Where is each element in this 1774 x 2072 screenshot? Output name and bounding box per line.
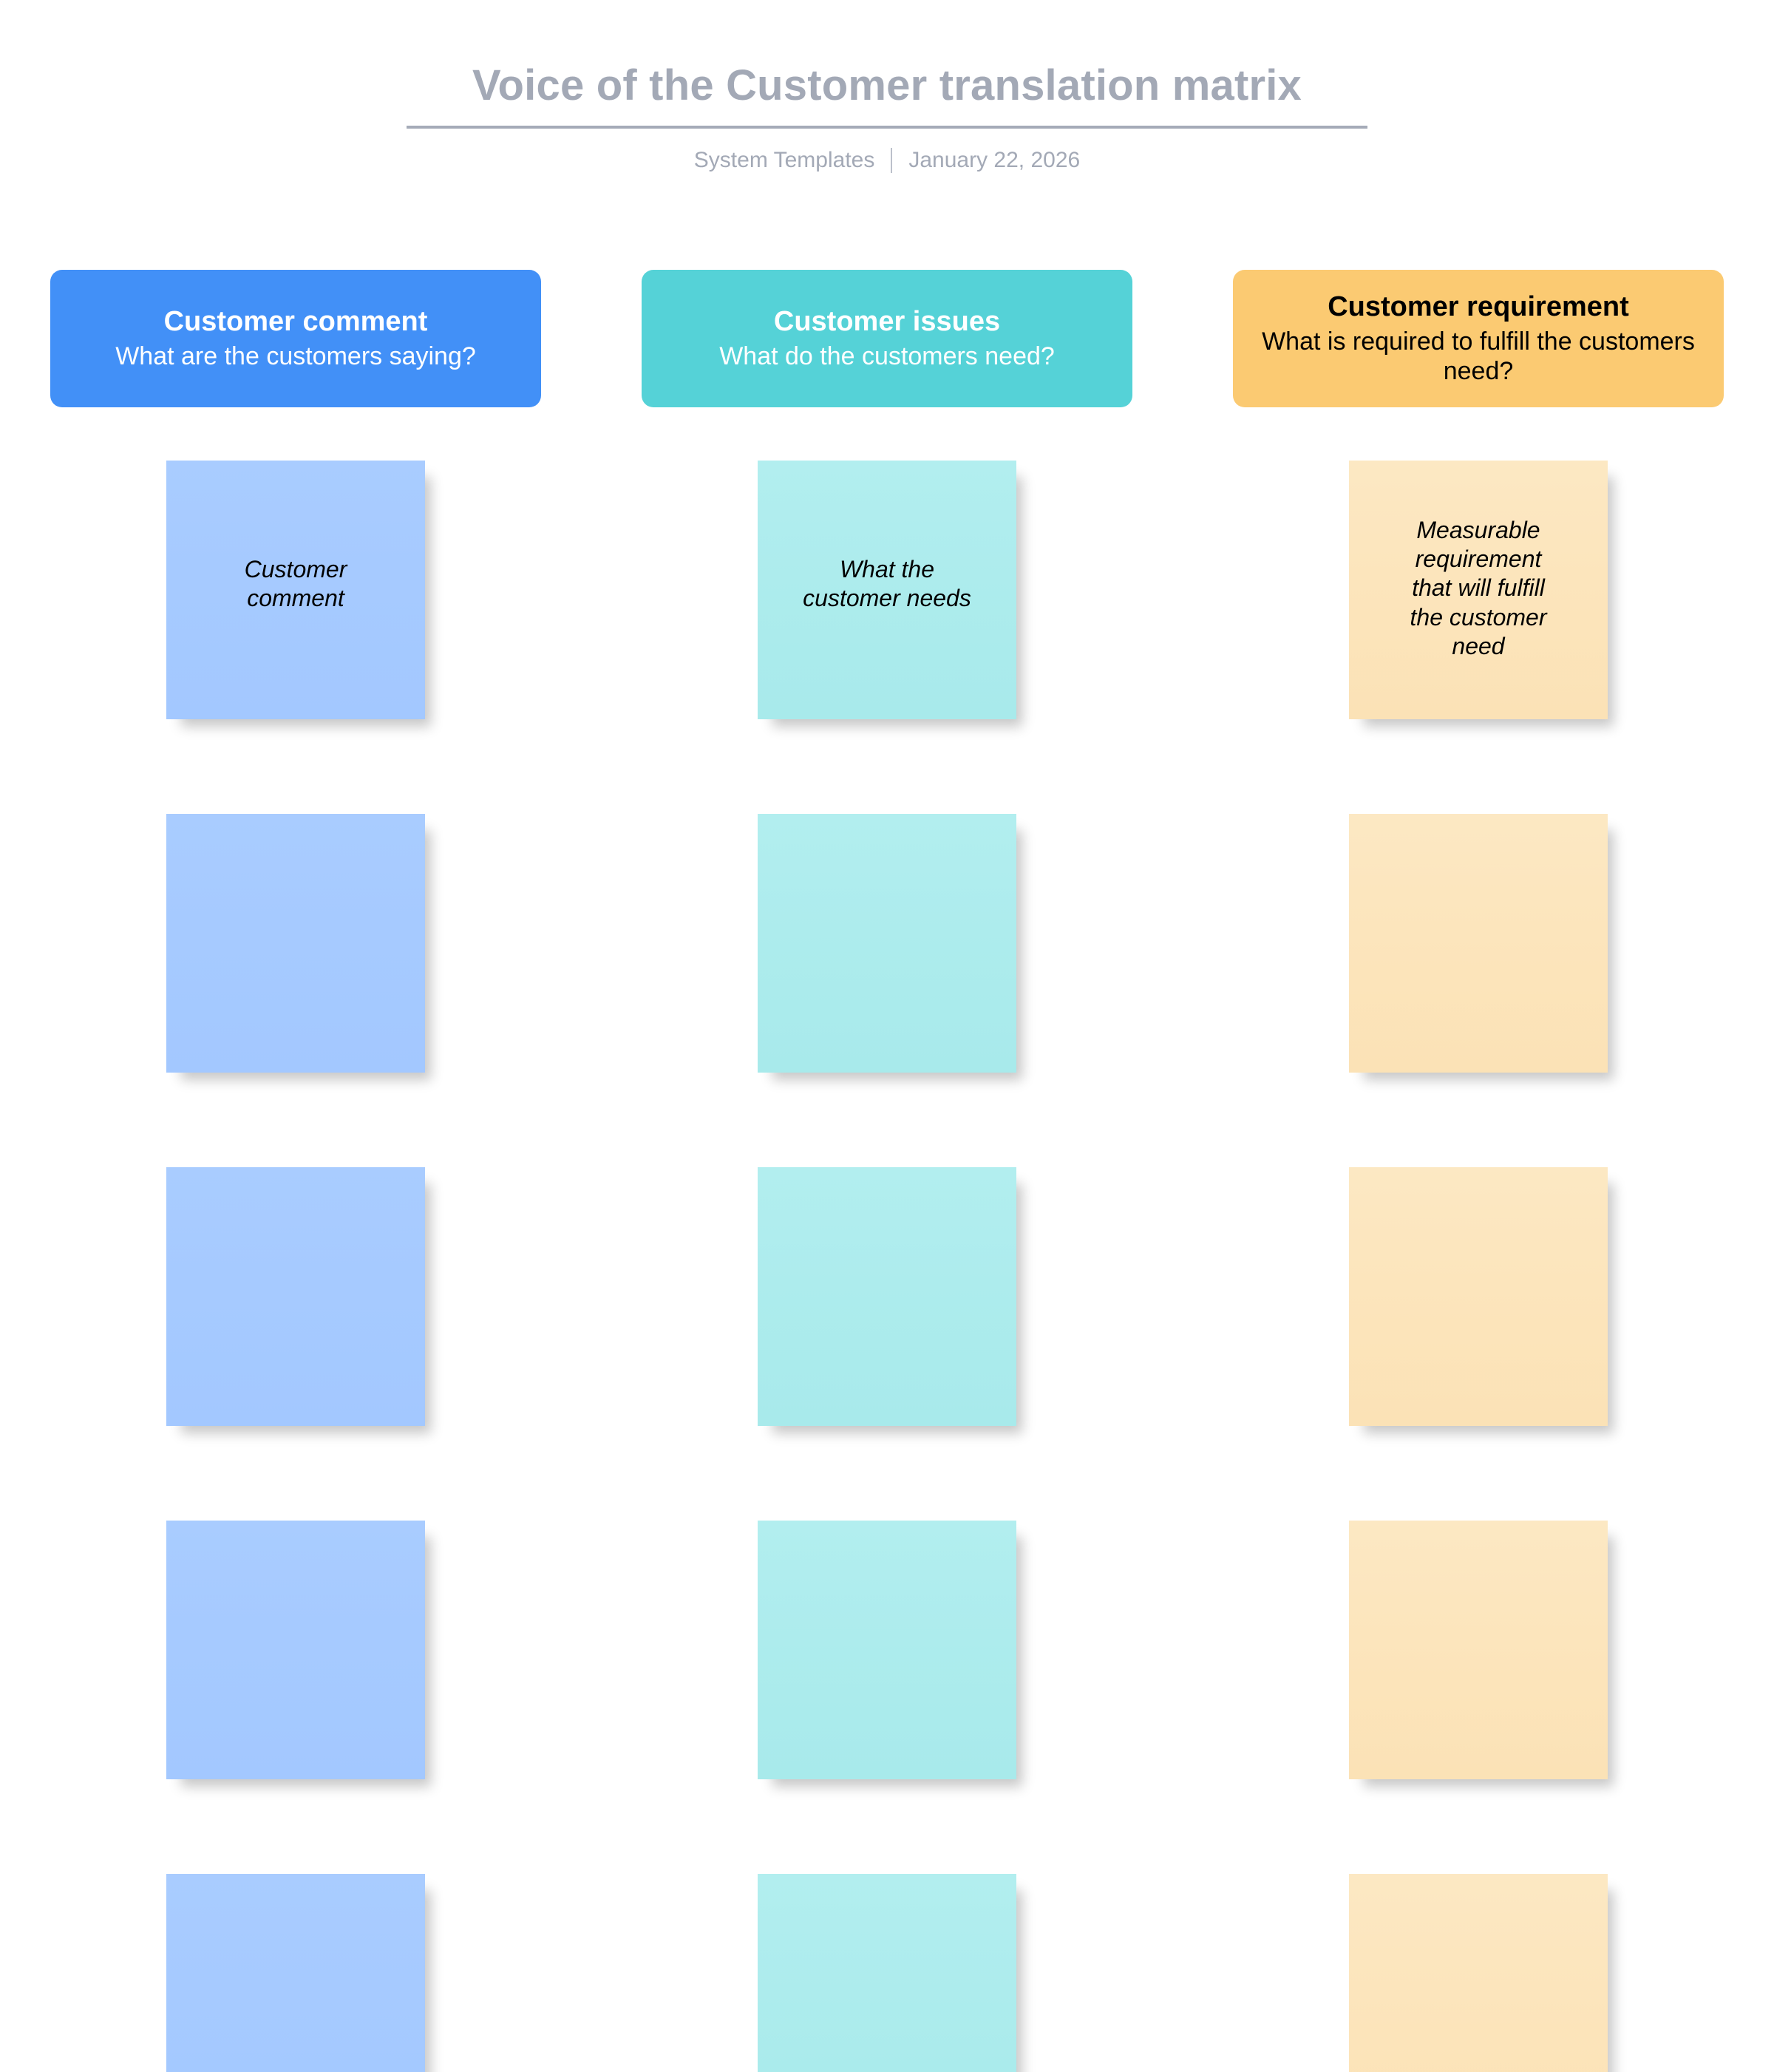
column-header-customer-issues[interactable]: Customer issues What do the customers ne… (642, 270, 1132, 407)
sticky-note[interactable] (758, 1874, 1016, 2072)
subtitle-source: System Templates (693, 147, 875, 172)
sticky-note[interactable] (758, 814, 1016, 1073)
sticky-note[interactable] (166, 1521, 425, 1779)
sticky-note[interactable]: Customer comment (166, 461, 425, 719)
sticky-note[interactable] (1349, 1874, 1608, 2072)
sticky-note-text: Customer comment (244, 555, 347, 611)
title-divider (407, 125, 1367, 129)
notes-customer-issues: What the customer needs (591, 461, 1183, 2072)
sticky-note-text: What the customer needs (803, 555, 971, 611)
subtitle-date: January 22, 2026 (908, 147, 1081, 172)
column-customer-issues: Customer issues What do the customers ne… (591, 270, 1183, 2072)
sticky-note[interactable] (758, 1521, 1016, 1779)
sticky-note[interactable]: What the customer needs (758, 461, 1016, 719)
column-subtitle: What do the customers need? (719, 342, 1055, 371)
column-customer-requirement: Customer requirement What is required to… (1183, 270, 1774, 2072)
notes-customer-requirement: Measurable requirement that will fulfill… (1183, 461, 1774, 2072)
title-block: Voice of the Customer translation matrix… (0, 62, 1774, 173)
sticky-note[interactable] (166, 1874, 425, 2072)
matrix-columns: Customer comment What are the customers … (0, 270, 1774, 2072)
sticky-note[interactable] (166, 1167, 425, 1426)
notes-customer-comment: Customer comment (0, 461, 591, 2072)
column-header-customer-requirement[interactable]: Customer requirement What is required to… (1233, 270, 1724, 407)
column-header-customer-comment[interactable]: Customer comment What are the customers … (50, 270, 541, 407)
column-title: Customer requirement (1328, 291, 1629, 322)
sticky-note[interactable] (1349, 814, 1608, 1073)
column-title: Customer comment (163, 306, 428, 338)
sticky-note-text: Measurable requirement that will fulfill… (1410, 517, 1547, 659)
column-subtitle: What is required to fulfill the customer… (1262, 327, 1695, 386)
column-customer-comment: Customer comment What are the customers … (0, 270, 591, 2072)
column-subtitle: What are the customers saying? (115, 342, 476, 371)
sticky-note[interactable] (166, 814, 425, 1073)
subtitle-row: System Templates January 22, 2026 (0, 147, 1774, 173)
sticky-note[interactable]: Measurable requirement that will fulfill… (1349, 461, 1608, 719)
subtitle-separator (891, 147, 893, 173)
sticky-note[interactable] (758, 1167, 1016, 1426)
sticky-note[interactable] (1349, 1521, 1608, 1779)
sticky-note[interactable] (1349, 1167, 1608, 1426)
column-title: Customer issues (773, 306, 1001, 338)
page-title: Voice of the Customer translation matrix (472, 61, 1302, 109)
